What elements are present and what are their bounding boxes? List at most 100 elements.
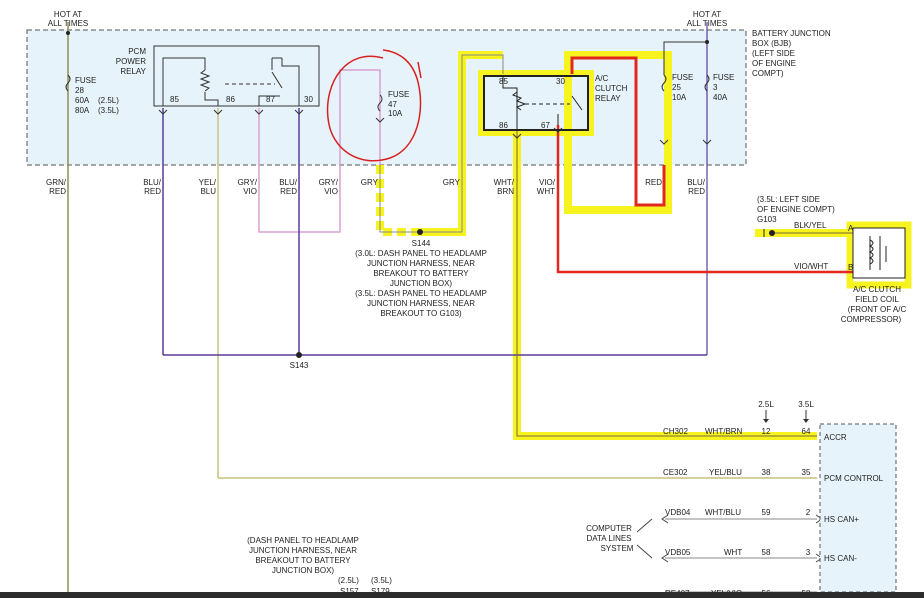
svg-text:87: 87 (266, 95, 275, 104)
ground-g103-icon (769, 230, 775, 236)
wire-gry-vio (258, 69, 381, 233)
window-bottom-bar (0, 592, 924, 598)
pcm-connector-box (819, 423, 897, 593)
svg-text:10A: 10A (388, 109, 403, 118)
svg-text:FUSE: FUSE (672, 73, 693, 82)
svg-text:(3.5L): (3.5L) (371, 576, 392, 585)
svg-text:A/C CLUTCH: A/C CLUTCH (853, 285, 901, 294)
svg-text:VDB04: VDB04 (665, 508, 691, 517)
svg-text:30: 30 (556, 77, 565, 86)
svg-text:GRY/: GRY/ (319, 178, 339, 187)
svg-text:POWER: POWER (116, 57, 146, 66)
svg-text:60A: 60A (75, 96, 90, 105)
svg-text:VIO: VIO (324, 187, 338, 196)
svg-text:GRN/: GRN/ (46, 178, 67, 187)
svg-text:VIO/WHT: VIO/WHT (794, 262, 828, 271)
svg-text:CLUTCH: CLUTCH (595, 84, 628, 93)
svg-text:80A: 80A (75, 106, 90, 115)
svg-text:RED: RED (49, 187, 66, 196)
svg-text:BREAKOUT TO G103): BREAKOUT TO G103) (380, 309, 462, 318)
wire-wht-brn (516, 130, 817, 437)
svg-text:WHT: WHT (537, 187, 555, 196)
svg-text:VIO: VIO (243, 187, 257, 196)
svg-text:JUNCTION BOX): JUNCTION BOX) (272, 566, 335, 575)
svg-text:BRN: BRN (497, 187, 514, 196)
arrow-down-icon (763, 419, 769, 423)
svg-text:(3.5L: DASH PANEL TO HEADLAMP: (3.5L: DASH PANEL TO HEADLAMP (355, 289, 487, 298)
svg-text:86: 86 (226, 95, 235, 104)
svg-text:3: 3 (806, 548, 811, 557)
svg-text:RELAY: RELAY (595, 94, 621, 103)
svg-text:GRY/: GRY/ (238, 178, 258, 187)
red-wire-fuse25 (570, 56, 666, 207)
svg-text:(3.5L): (3.5L) (98, 106, 119, 115)
svg-text:BLU/: BLU/ (279, 178, 298, 187)
svg-text:35: 35 (802, 468, 811, 477)
svg-text:BATTERY JUNCTION: BATTERY JUNCTION (752, 29, 831, 38)
svg-text:2: 2 (806, 508, 811, 517)
svg-text:64: 64 (802, 427, 811, 436)
svg-text:RED: RED (645, 178, 662, 187)
svg-text:CH302: CH302 (663, 427, 688, 436)
svg-text:10A: 10A (672, 93, 687, 102)
splice-s144 (417, 229, 423, 235)
svg-text:G103: G103 (757, 215, 777, 224)
svg-text:S157: S157 (340, 587, 359, 596)
svg-text:A: A (848, 224, 854, 233)
svg-text:(FRONT OF A/C: (FRONT OF A/C (848, 305, 907, 314)
svg-text:ALL TIMES: ALL TIMES (687, 19, 727, 28)
svg-text:JUNCTION HARNESS, NEAR: JUNCTION HARNESS, NEAR (367, 299, 475, 308)
annotation-circle (326, 49, 422, 162)
svg-text:(DASH PANEL TO HEADLAMP: (DASH PANEL TO HEADLAMP (247, 536, 359, 545)
svg-text:OF ENGINE COMPT): OF ENGINE COMPT) (757, 205, 835, 214)
svg-text:38: 38 (762, 468, 771, 477)
svg-text:YEL/: YEL/ (199, 178, 217, 187)
svg-text:3.5L: 3.5L (798, 400, 814, 409)
pcm-relay-internals (162, 57, 300, 106)
wire-gry (379, 54, 504, 233)
svg-text:12: 12 (762, 427, 771, 436)
chevron-icon (661, 514, 669, 524)
fuse-symbols (65, 41, 710, 112)
svg-text:OF ENGINE: OF ENGINE (752, 59, 796, 68)
svg-text:S179: S179 (371, 587, 390, 596)
svg-text:ALL TIMES: ALL TIMES (48, 19, 88, 28)
svg-text:(2.5L): (2.5L) (98, 96, 119, 105)
svg-text:WHT: WHT (724, 548, 742, 557)
svg-text:WHT/: WHT/ (494, 178, 515, 187)
svg-text:FUSE: FUSE (713, 73, 734, 82)
svg-text:RED: RED (280, 187, 297, 196)
svg-text:VIO/: VIO/ (539, 178, 556, 187)
svg-text:COMPT): COMPT) (752, 69, 784, 78)
clutch-coil-box (852, 227, 906, 279)
pcm-power-relay-box (153, 45, 320, 107)
svg-text:JUNCTION BOX): JUNCTION BOX) (390, 279, 453, 288)
junction-dot (66, 31, 70, 35)
svg-text:RED: RED (688, 187, 705, 196)
svg-text:HOT AT: HOT AT (693, 10, 721, 19)
svg-text:HS CAN-: HS CAN- (824, 554, 857, 563)
svg-text:RED: RED (144, 187, 161, 196)
svg-text:S144: S144 (412, 239, 431, 248)
svg-text:JUNCTION HARNESS, NEAR: JUNCTION HARNESS, NEAR (367, 259, 475, 268)
svg-text:47: 47 (388, 100, 397, 109)
svg-text:SYSTEM: SYSTEM (601, 544, 634, 553)
svg-text:3: 3 (713, 83, 718, 92)
svg-text:GRY: GRY (361, 178, 379, 187)
svg-text:40A: 40A (713, 93, 728, 102)
svg-text:BLK/YEL: BLK/YEL (794, 221, 827, 230)
svg-text:JUNCTION HARNESS, NEAR: JUNCTION HARNESS, NEAR (249, 546, 357, 555)
wire-vio-wht (556, 125, 853, 274)
splice-s143 (296, 352, 302, 358)
svg-text:RELAY: RELAY (120, 67, 146, 76)
svg-text:BREAKOUT TO BATTERY: BREAKOUT TO BATTERY (255, 556, 351, 565)
svg-text:(3.5L: LEFT SIDE: (3.5L: LEFT SIDE (757, 195, 820, 204)
svg-text:85: 85 (170, 95, 179, 104)
svg-text:COMPRESSOR): COMPRESSOR) (841, 315, 902, 324)
ac-clutch-relay-box (483, 75, 589, 131)
svg-text:86: 86 (499, 121, 508, 130)
svg-text:(2.5L): (2.5L) (338, 576, 359, 585)
bracket-line (636, 518, 653, 533)
svg-text:BLU: BLU (200, 187, 216, 196)
